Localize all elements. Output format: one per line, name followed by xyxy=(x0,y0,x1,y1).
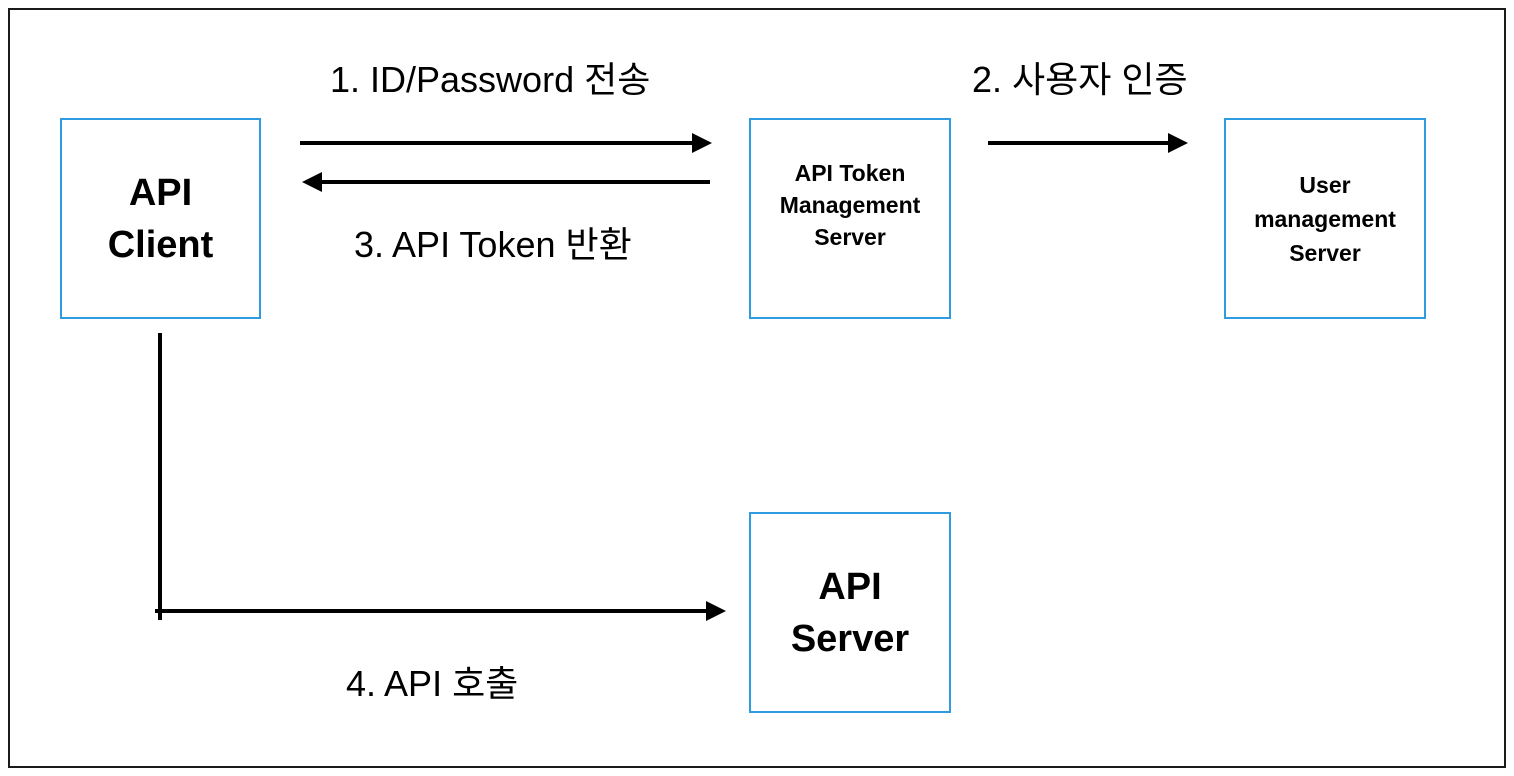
user-server-node: User management Server xyxy=(1224,118,1426,319)
step1-label: 1. ID/Password 전송 xyxy=(330,59,651,100)
api-server-node: API Server xyxy=(749,512,951,713)
user-server-label: User management Server xyxy=(1254,171,1396,266)
api-client-label: API Client xyxy=(107,171,214,266)
diagram-frame xyxy=(8,8,1506,768)
arrow-step4 xyxy=(155,333,726,621)
step3-label: 3. API Token 반환 xyxy=(354,224,632,265)
api-client-node: API Client xyxy=(60,118,261,319)
token-server-label: API Token Management Server xyxy=(779,160,921,250)
step2-label: 2. 사용자 인증 xyxy=(972,59,1188,100)
token-server-node: API Token Management Server xyxy=(749,118,951,319)
arrow-step3 xyxy=(302,172,710,192)
arrow-step2 xyxy=(988,133,1188,153)
arrow-step1 xyxy=(300,133,712,153)
api-server-label: API Server xyxy=(790,565,910,660)
step4-label: 4. API 호출 xyxy=(346,663,519,704)
